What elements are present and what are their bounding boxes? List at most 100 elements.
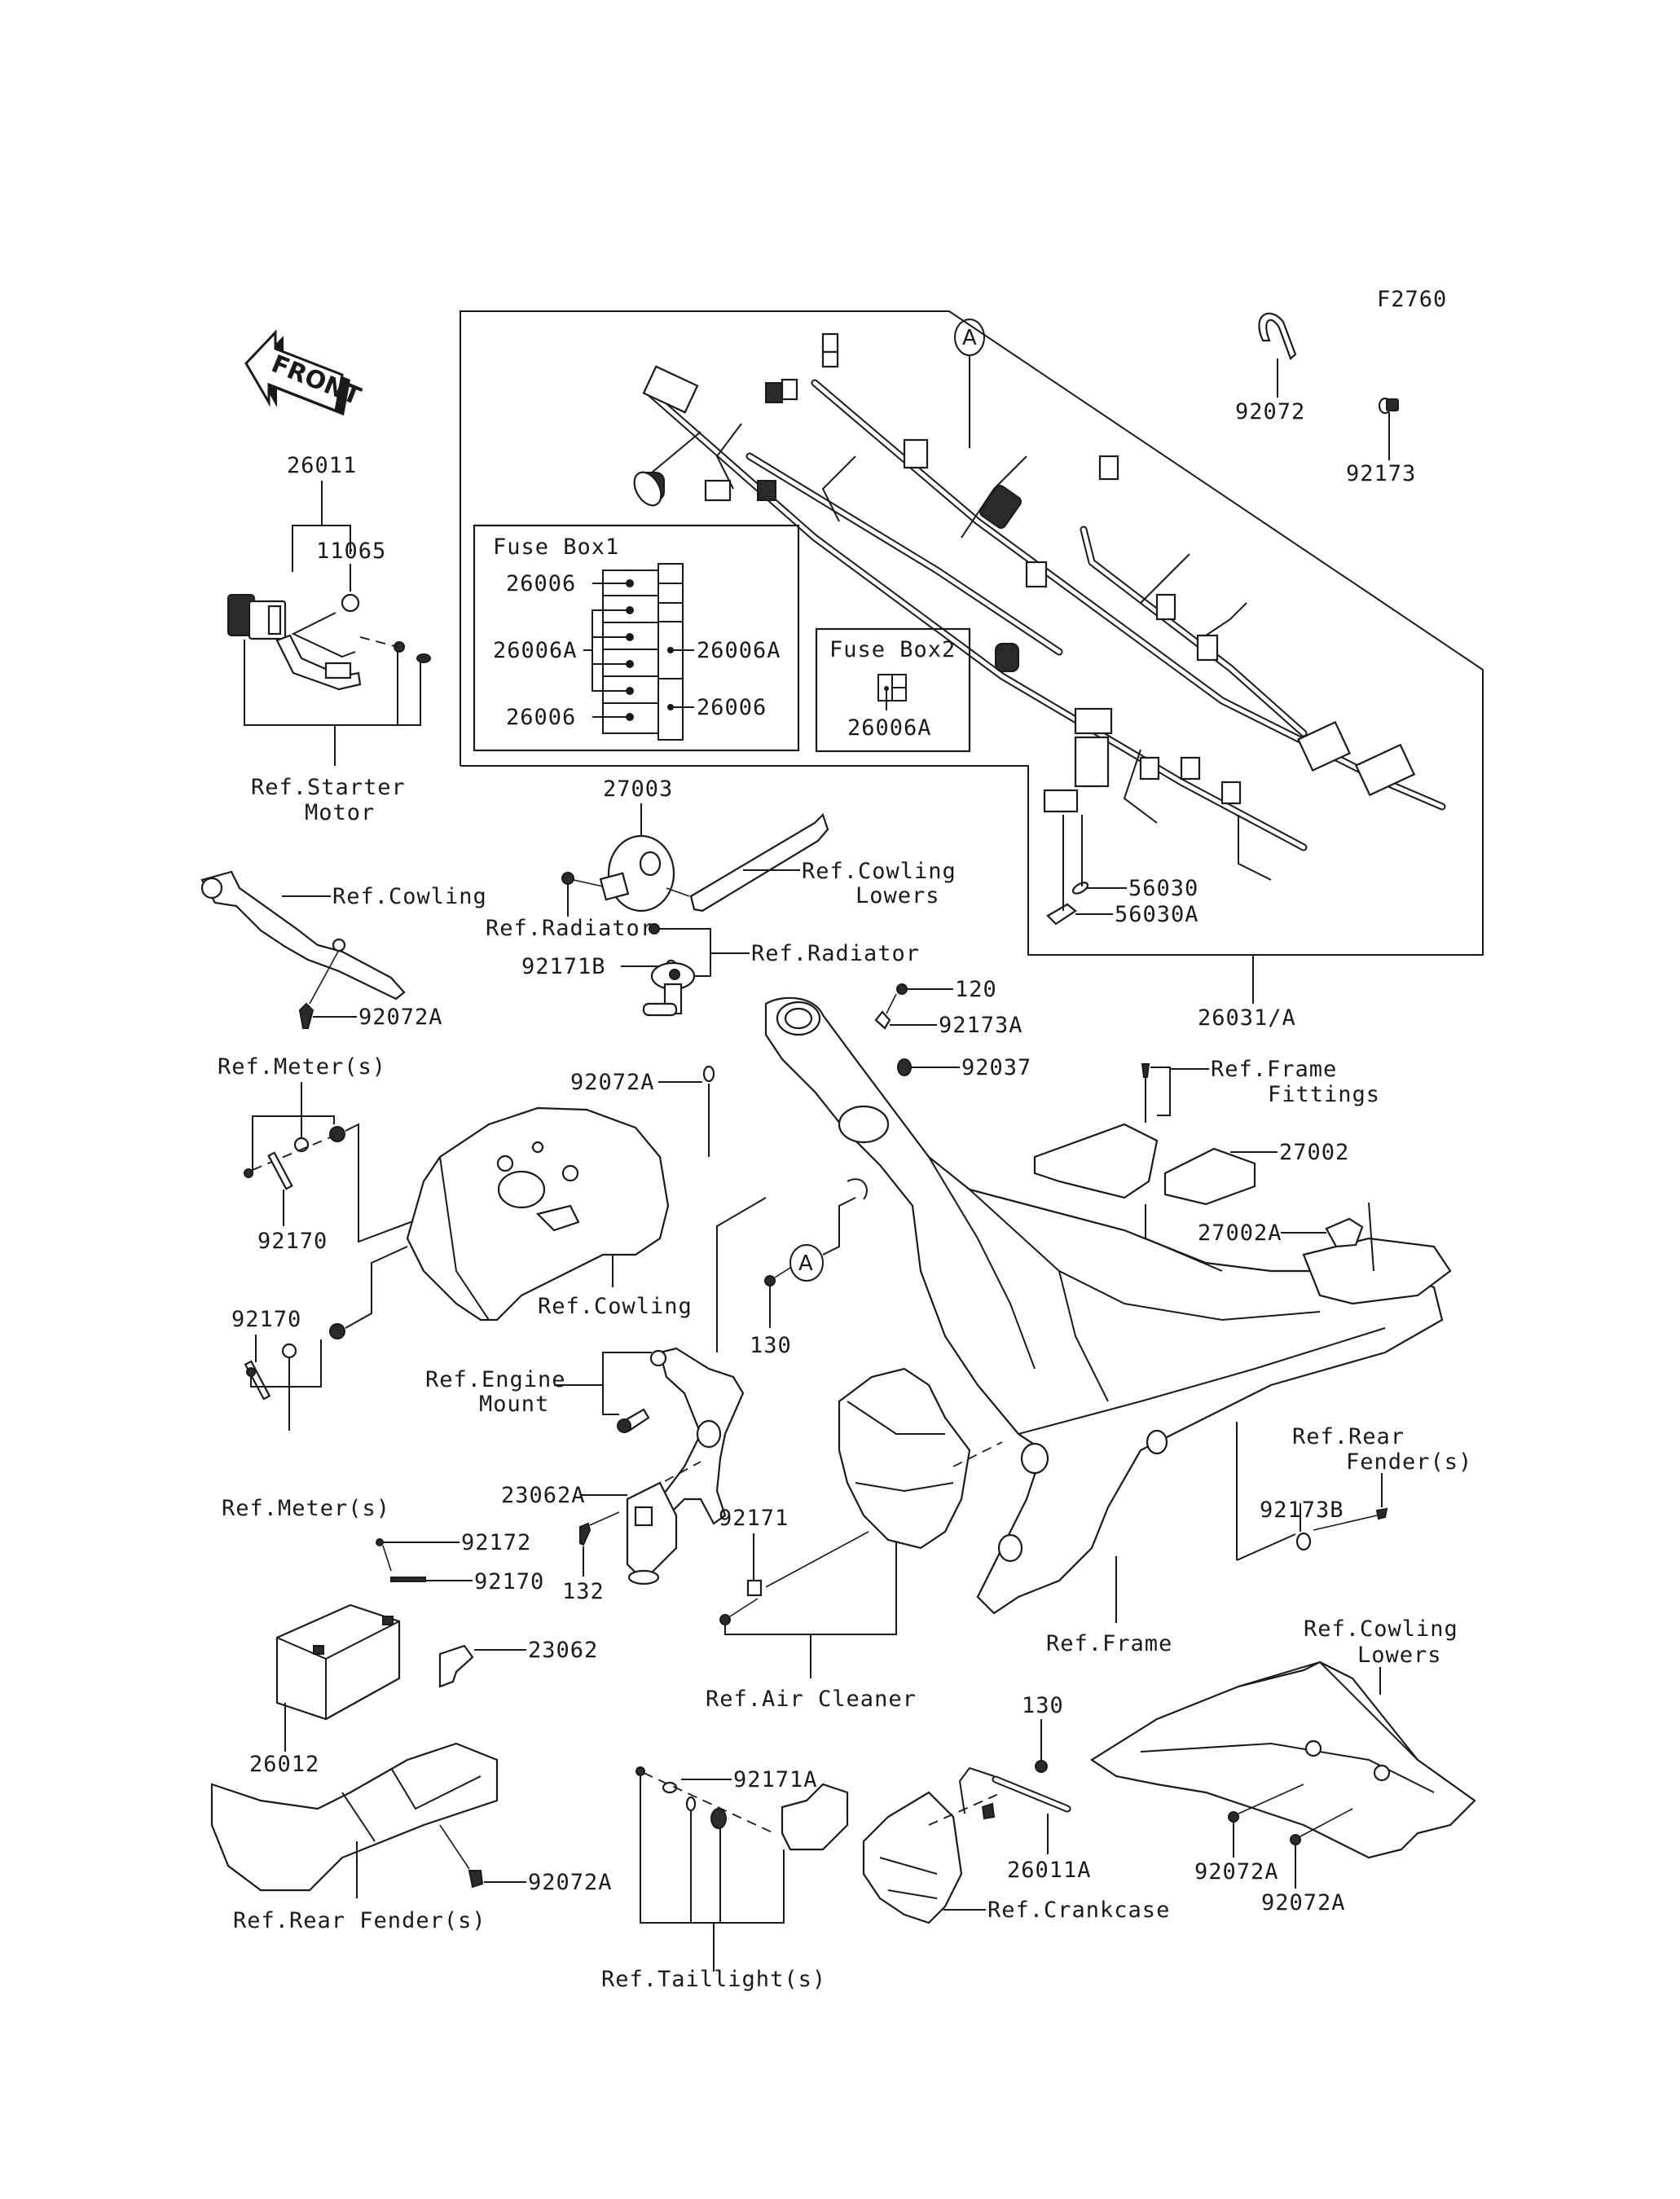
part-label-92072[interactable]: 92072: [1235, 399, 1305, 424]
ref-frame-fittings-1[interactable]: Ref.Frame: [1211, 1057, 1337, 1082]
relay-bracket-icon: [324, 662, 352, 679]
relay-27002A-icon: [1325, 1217, 1364, 1248]
part-label-11065[interactable]: 11065: [316, 539, 386, 564]
stud-92170-icon: [267, 1151, 293, 1190]
ref-air-cleaner[interactable]: Ref.Air Cleaner: [706, 1687, 917, 1712]
part-label-92171B[interactable]: 92171B: [521, 954, 606, 979]
ref-cowling-lowers-bottom-2[interactable]: Lowers: [1357, 1643, 1442, 1668]
part-label-92173[interactable]: 92173: [1346, 461, 1416, 486]
part-label-130-a[interactable]: 130: [750, 1333, 792, 1358]
ref-meters-top[interactable]: Ref.Meter(s): [218, 1054, 386, 1080]
ref-frame-fittings-2[interactable]: Fittings: [1268, 1082, 1380, 1107]
clamp-92173-icon: [1378, 397, 1399, 415]
ref-taillights[interactable]: Ref.Taillight(s): [601, 1967, 826, 1992]
ref-frame[interactable]: Ref.Frame: [1046, 1631, 1172, 1656]
screw-icon: [649, 923, 660, 935]
part-label-132[interactable]: 132: [562, 1579, 605, 1604]
screw-icon: [635, 1766, 645, 1776]
air-cleaner-icon: [838, 1367, 971, 1550]
starter-cable-23062-icon: [438, 1644, 474, 1688]
part-label-92170-c[interactable]: 92170: [474, 1569, 544, 1594]
part-label-92171[interactable]: 92171: [719, 1506, 789, 1531]
frame-fasteners-group: 120 92173A 92037 92072A: [570, 977, 1031, 1157]
label-tag-56030A-icon: [1046, 903, 1077, 926]
part-label-26011A[interactable]: 26011A: [1007, 1858, 1092, 1883]
ref-crankcase[interactable]: Ref.Crankcase: [987, 1898, 1170, 1923]
ref-rear-fenders-right-1[interactable]: Ref.Rear: [1292, 1424, 1405, 1449]
part-label-92072A-cowl-1[interactable]: 92072A: [1194, 1859, 1279, 1885]
fuse-box-1-label-right-bottom[interactable]: 26006: [697, 695, 767, 720]
part-label-92072A-top-left[interactable]: 92072A: [358, 1005, 443, 1030]
fuse-box-2-title: Fuse Box2: [829, 637, 956, 662]
fuse-box-2-label[interactable]: 26006A: [847, 715, 932, 741]
part-label-56030[interactable]: 56030: [1128, 876, 1198, 901]
engine-mount-group: Ref.Engine Mount: [425, 1197, 767, 1525]
harness-connector-icon: [1180, 756, 1201, 781]
part-label-92170-a[interactable]: 92170: [257, 1229, 328, 1254]
ref-radiator-2[interactable]: Ref.Radiator: [751, 941, 920, 966]
part-label-92173B[interactable]: 92173B: [1260, 1498, 1344, 1523]
part-label-92171A[interactable]: 92171A: [733, 1767, 818, 1792]
part-label-92172[interactable]: 92172: [461, 1530, 531, 1555]
ref-cowling-mid[interactable]: Ref.Cowling: [538, 1294, 693, 1319]
part-label-56030A[interactable]: 56030A: [1115, 902, 1199, 927]
ref-cowling-lowers-bottom-1[interactable]: Ref.Cowling: [1304, 1616, 1458, 1642]
fuse-box-1-label-right-top[interactable]: 26006A: [697, 638, 781, 663]
screw-icon: [246, 1367, 256, 1377]
part-label-92170-b[interactable]: 92170: [231, 1307, 301, 1332]
part-label-23062[interactable]: 23062: [528, 1638, 598, 1663]
battery-26012-icon: [275, 1603, 401, 1721]
bolt-130-icon: [764, 1275, 776, 1286]
ref-rear-fenders-right-2[interactable]: Fender(s): [1346, 1449, 1472, 1475]
part-label-26031-a[interactable]: 26031/A: [1198, 1005, 1296, 1031]
ref-starter-motor-2[interactable]: Motor: [305, 800, 375, 825]
harness-connector-icon: [1074, 736, 1110, 788]
bolt-head-icon: [617, 1418, 631, 1433]
bolt-icon: [1141, 1063, 1150, 1078]
nut-icon: [416, 653, 431, 663]
part-label-26011[interactable]: 26011: [287, 453, 357, 478]
part-label-26012[interactable]: 26012: [249, 1752, 319, 1777]
harness-connector-icon: [979, 485, 1023, 529]
fuse-box-1-label-left-mid[interactable]: 26006A: [493, 638, 578, 663]
fuse-box-2-panel: Fuse Box2 26006A: [815, 627, 971, 753]
part-label-92173A[interactable]: 92173A: [939, 1013, 1023, 1038]
fuse-box-1-panel: Fuse Box1: [473, 524, 800, 752]
part-label-92037[interactable]: 92037: [961, 1055, 1031, 1080]
meter-mount-group: Ref.Meter(s) 92170 92170 Ref.Meter(s): [218, 1054, 424, 1521]
cowling-lowers-bracket-icon: [689, 812, 829, 913]
ref-starter-motor-1[interactable]: Ref.Starter: [251, 775, 406, 800]
part-label-27002A[interactable]: 27002A: [1198, 1220, 1282, 1246]
part-label-23062A[interactable]: 23062A: [501, 1483, 586, 1508]
fuse-box-1-label-left-top[interactable]: 26006: [506, 571, 576, 596]
sensor-lead-icon: [958, 1766, 995, 1814]
rear-fender-icon: [210, 1742, 499, 1892]
washer-icon: [685, 1796, 697, 1812]
part-label-27003[interactable]: 27003: [603, 776, 673, 802]
part-label-27002[interactable]: 27002: [1279, 1140, 1349, 1165]
motorcycle-frame-icon: [764, 996, 1452, 1615]
part-label-92072A-rear[interactable]: 92072A: [528, 1870, 613, 1895]
ref-cowling-lowers-top-2[interactable]: Lowers: [855, 883, 940, 908]
ref-cowling-lowers-top-1[interactable]: Ref.Cowling: [802, 859, 957, 884]
horn-27003-icon: [599, 834, 675, 913]
ref-engine-mount-1[interactable]: Ref.Engine: [425, 1367, 566, 1392]
ref-cowling-left[interactable]: Ref.Cowling: [332, 884, 487, 909]
part-label-130-b[interactable]: 130: [1022, 1693, 1064, 1718]
strap-92170-icon: [390, 1577, 426, 1582]
ref-engine-mount-2[interactable]: Mount: [479, 1392, 549, 1417]
ref-radiator-1[interactable]: Ref.Radiator: [486, 916, 654, 941]
ecu-27002-icon: [1163, 1147, 1256, 1206]
front-arrow-icon: FRONT: [244, 329, 365, 416]
label-tag-56030-icon: [1071, 882, 1089, 895]
part-label-92072A-cowl-2[interactable]: 92072A: [1261, 1890, 1346, 1915]
harness-connector-icon: [1043, 789, 1079, 813]
bolt-132-icon: [579, 1522, 592, 1546]
part-label-92072A-frame[interactable]: 92072A: [570, 1070, 655, 1095]
fuse-box-1-label-left-bottom[interactable]: 26006: [506, 705, 576, 730]
ref-rear-fenders-left[interactable]: Ref.Rear Fender(s): [233, 1908, 486, 1933]
part-label-120[interactable]: 120: [955, 977, 997, 1002]
regulator-group: 23062A 132: [501, 1461, 701, 1604]
grommet-92037-icon: [897, 1058, 912, 1076]
ref-meters-bottom[interactable]: Ref.Meter(s): [222, 1496, 390, 1521]
